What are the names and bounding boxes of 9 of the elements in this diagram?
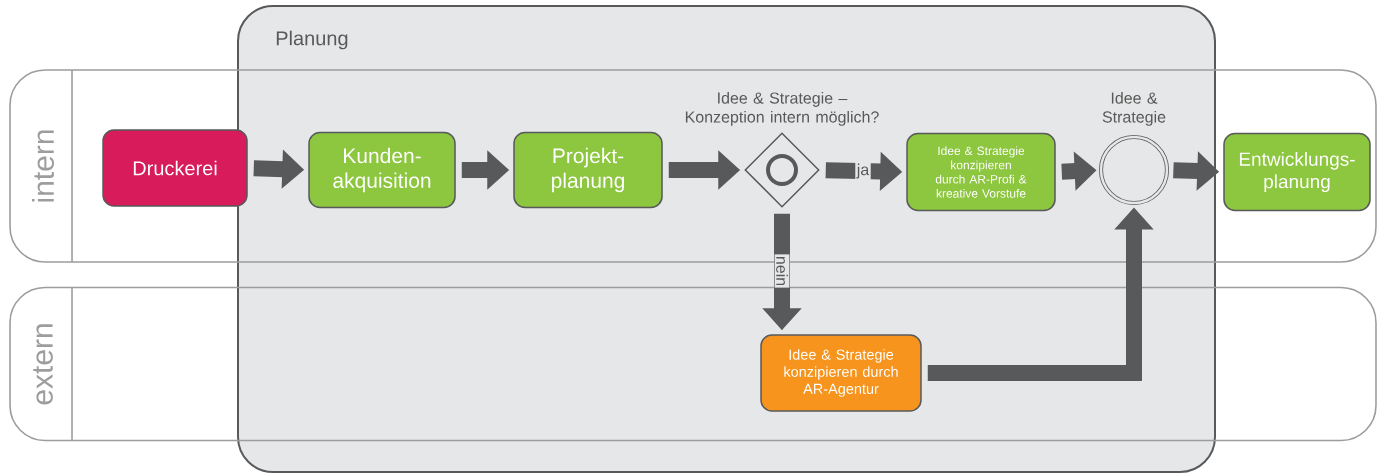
process-box: Projekt-planung [513,131,663,209]
event-label: Idee & Strategie [1102,92,1166,126]
process-box: Idee & Strategie konzipieren durch AR-Agentur [760,334,922,412]
process-box: Idee & Strategie konzipieren durch AR-Profi & kreative Vorstufe [906,132,1056,212]
process-box: Kunden-akquisition [308,131,456,209]
edge-label: ja [855,162,871,180]
process-box: Entwicklungs-planung [1223,132,1371,212]
gateway-label: Idee & Strategie – Konzeption intern möglich? [685,92,879,126]
process-box: Druckerei [102,129,248,207]
